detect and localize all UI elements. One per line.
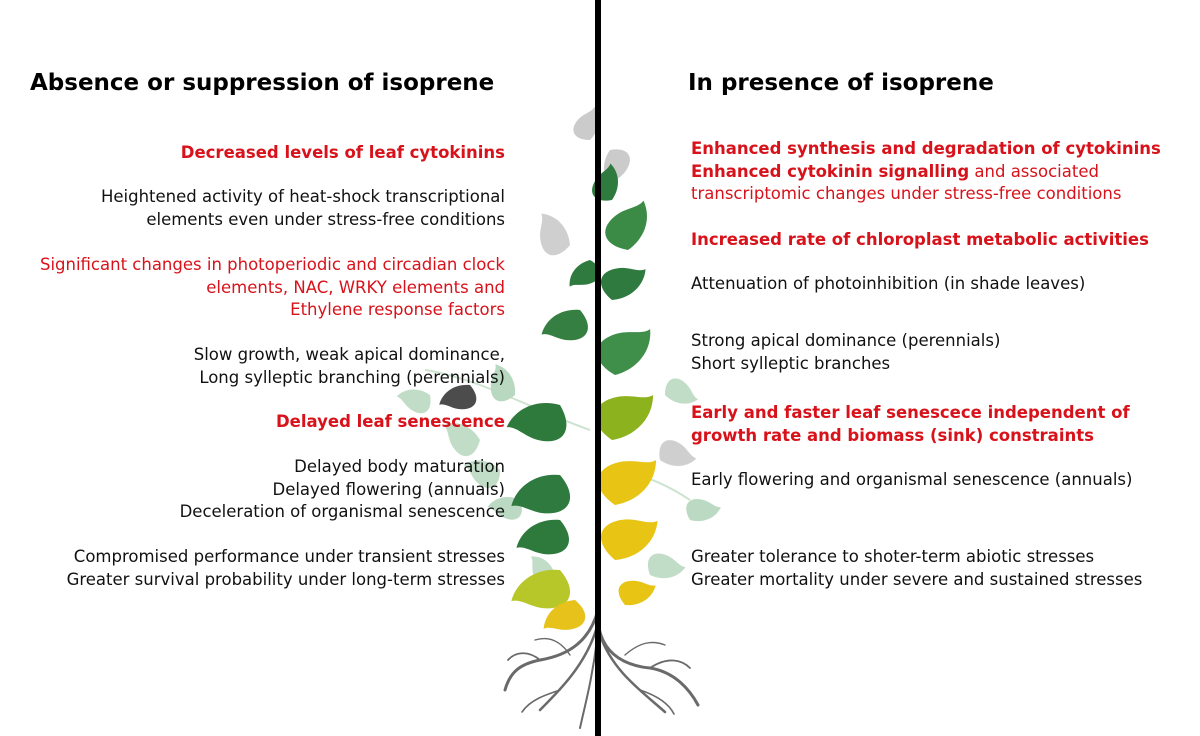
left-stress-text: Compromised performance under transient … bbox=[66, 547, 505, 589]
left-heat-shock-text: Heightened activity of heat-shock transc… bbox=[100, 187, 505, 229]
right-column-heading: In presence of isoprene bbox=[688, 70, 994, 96]
left-clock-elements-text: Significant changes in photoperiodic and… bbox=[39, 255, 505, 319]
roots bbox=[503, 608, 700, 729]
right-senescence-text: Early and faster leaf senescece independ… bbox=[691, 403, 1130, 445]
left-column-heading: Absence or suppression of isoprene bbox=[30, 70, 495, 96]
left-growth-text: Slow growth, weak apical dominance, Long… bbox=[193, 345, 505, 387]
right-cytokinins-text: Enhanced synthesis and degradation of cy… bbox=[691, 139, 1161, 203]
right-chloroplast-text: Increased rate of chloroplast metabolic … bbox=[691, 230, 1149, 249]
mature-leaves bbox=[505, 163, 653, 570]
left-senescence-text: Delayed leaf senescence bbox=[275, 412, 505, 431]
right-flowering-text: Early flowering and organismal senescenc… bbox=[691, 470, 1133, 489]
right-photoinhibition-text: Attenuation of photoinhibition (in shade… bbox=[691, 274, 1086, 293]
right-apical-dominance-text: Strong apical dominance (perennials) Sho… bbox=[691, 331, 1001, 373]
center-divider-line bbox=[595, 0, 601, 736]
left-maturation-text: Delayed body maturation Delayed flowerin… bbox=[179, 457, 505, 521]
right-stress-text: Greater tolerance to shoter-term abiotic… bbox=[691, 547, 1143, 589]
left-cytokinins-text: Decreased levels of leaf cytokinins bbox=[180, 143, 505, 162]
